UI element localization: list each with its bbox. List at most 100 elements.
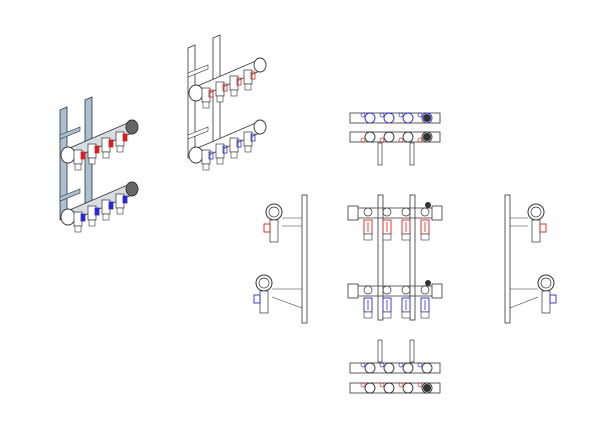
outlet-connector xyxy=(216,157,224,165)
manifold-body xyxy=(349,112,441,124)
valve-handle xyxy=(379,382,385,388)
mounting-rail xyxy=(409,339,415,363)
outlet-connector xyxy=(88,157,96,165)
outlet-top xyxy=(383,131,395,143)
outlet-connector xyxy=(102,213,110,221)
valve-handle xyxy=(549,294,557,304)
valve-handle xyxy=(360,382,366,388)
valve-handle xyxy=(360,112,366,118)
outlet-connector xyxy=(420,233,430,241)
valve-handle xyxy=(379,362,385,368)
outlet-connector xyxy=(88,219,96,227)
outlet-connector xyxy=(382,311,392,319)
supply-valve-handle xyxy=(250,71,256,80)
outlet-body xyxy=(363,207,373,217)
outlet-valve xyxy=(541,290,551,314)
valve-handle xyxy=(417,382,423,388)
outlet-connector xyxy=(102,151,110,159)
supply-valve-handle xyxy=(108,139,114,148)
end-fitting xyxy=(188,146,204,164)
end-fitting xyxy=(431,283,443,299)
return-valve-handle xyxy=(80,213,86,222)
supply-valve-handle xyxy=(94,145,100,154)
manifold-body xyxy=(349,382,441,394)
bracket xyxy=(59,188,81,202)
supply-valve-handle xyxy=(222,83,228,92)
outlet-body xyxy=(363,285,373,295)
manifold-end xyxy=(527,203,545,221)
outlet-valve xyxy=(259,290,269,314)
outlet-body xyxy=(401,207,411,217)
outlet-connector xyxy=(202,163,210,171)
outlet-connector xyxy=(74,163,82,171)
supply-valve-handle xyxy=(236,77,242,86)
air-vent xyxy=(425,202,431,208)
outlet-connector xyxy=(244,83,252,91)
outlet-valve xyxy=(531,219,541,243)
end-cap xyxy=(253,57,267,73)
end-fitting xyxy=(431,205,443,221)
outlet-connector xyxy=(216,95,224,103)
mounting-rail xyxy=(409,142,415,166)
outlet-bottom xyxy=(402,362,414,374)
manifold-bore xyxy=(540,277,552,289)
air-vent xyxy=(423,133,431,141)
return-valve-handle xyxy=(122,195,128,204)
valve-handle xyxy=(398,382,404,388)
manifold-bore xyxy=(268,206,280,218)
bracket xyxy=(187,126,209,140)
outlet-top xyxy=(364,112,376,124)
valve-handle xyxy=(398,112,404,118)
valve-handle xyxy=(398,362,404,368)
valve-handle xyxy=(379,112,385,118)
mounting-rail xyxy=(504,194,511,324)
outlet-body xyxy=(420,285,430,295)
manifold-end xyxy=(255,274,273,292)
air-vent xyxy=(425,280,431,286)
bracket xyxy=(509,296,539,309)
outlet-connector xyxy=(116,207,124,215)
top-view xyxy=(349,112,441,166)
outlet-bottom xyxy=(383,362,395,374)
bracket xyxy=(187,64,209,78)
manifold-bore xyxy=(530,206,542,218)
outlet-connector xyxy=(230,151,238,159)
supply-valve-handle xyxy=(208,89,214,98)
outlet-body xyxy=(401,285,411,295)
manifold-body xyxy=(349,131,441,143)
end-fitting xyxy=(60,146,76,164)
end-fitting xyxy=(347,283,359,299)
outlet-bottom xyxy=(364,382,376,394)
bracket xyxy=(59,126,81,140)
outlet-connector xyxy=(116,145,124,153)
valve-handle xyxy=(253,294,261,304)
valve-handle xyxy=(417,112,423,118)
outlet-top xyxy=(402,131,414,143)
mounting-rail xyxy=(59,106,68,221)
outlet-connector xyxy=(382,233,392,241)
end-fitting xyxy=(347,205,359,221)
valve-handle xyxy=(539,223,547,233)
mounting-rail xyxy=(377,194,384,321)
valve-handle xyxy=(379,137,385,143)
outlet-body xyxy=(382,207,392,217)
valve-handle xyxy=(360,137,366,143)
outlet-connector xyxy=(363,233,373,241)
outlet-bottom xyxy=(402,382,414,394)
outlet-connector xyxy=(202,101,210,109)
outlet-bottom xyxy=(364,362,376,374)
end-fitting xyxy=(188,84,204,102)
outlet-connector xyxy=(420,311,430,319)
mounting-rail xyxy=(187,44,196,159)
bottom-view xyxy=(349,339,441,394)
outlet-connector xyxy=(363,311,373,319)
manifold-end xyxy=(537,274,555,292)
mounting-rail xyxy=(377,142,383,166)
air-vent xyxy=(423,384,431,392)
bracket xyxy=(271,296,303,309)
outlet-connector xyxy=(401,233,411,241)
outlet-body xyxy=(382,285,392,295)
end-cap xyxy=(125,181,139,197)
outlet-connector xyxy=(401,311,411,319)
right-side-view xyxy=(504,194,557,324)
